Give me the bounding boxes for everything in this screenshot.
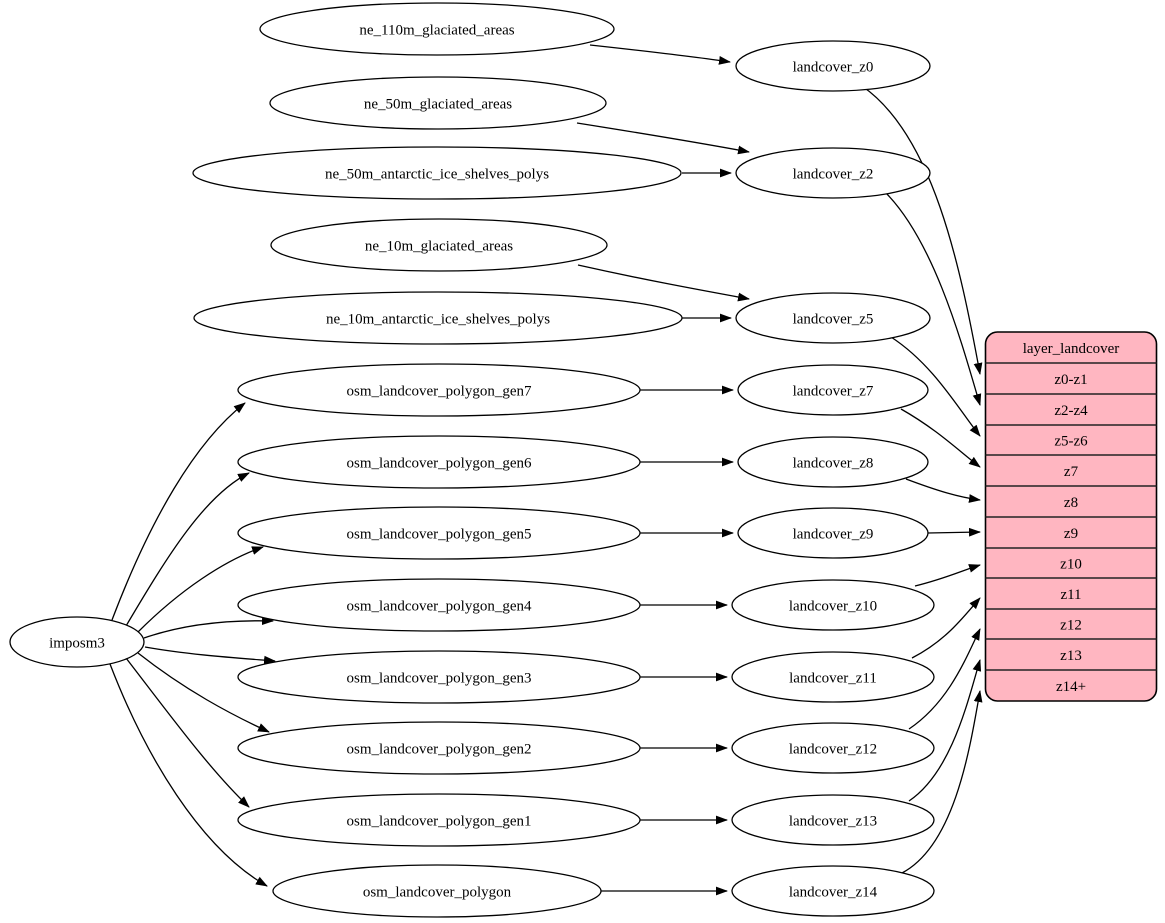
table-layer-landcover: layer_landcover z0-z1 z2-z4 z5-z6 z7 z8 … [984,331,1158,702]
node-imposm3: imposm3 [9,616,145,668]
node-landcover-z13: landcover_z13 [731,794,935,846]
edge-imposm3-polygon [109,663,268,887]
edge-imposm3-gen5 [137,546,264,633]
edges-root-to-sources [109,402,276,887]
table-row-z8: z8 [1064,495,1078,511]
node-label: landcover_z5 [793,311,874,327]
node-label: landcover_z8 [793,455,874,471]
edges-transform-to-table [861,85,983,874]
node-label: osm_landcover_polygon_gen5 [347,526,532,542]
node-osm-landcover-polygon-gen1: osm_landcover_polygon_gen1 [237,793,641,847]
node-label: ne_50m_antarctic_ice_shelves_polys [325,166,549,182]
node-landcover-z12: landcover_z12 [731,722,935,774]
edge-z8-row [905,478,981,503]
table-row-z0-z1: z0-z1 [1054,372,1087,388]
table-row-z9: z9 [1064,526,1078,542]
table-row-z7: z7 [1064,464,1079,480]
edge-ne10m-z5 [577,264,750,302]
node-osm-landcover-polygon-gen6: osm_landcover_polygon_gen6 [237,435,641,489]
node-ne-10m-antarctic-ice-shelves-polys: ne_10m_antarctic_ice_shelves_polys [193,291,683,345]
node-label: osm_landcover_polygon_gen1 [347,813,532,829]
edge-imposm3-gen4 [143,616,274,639]
edge-z0-row [861,85,983,375]
node-label: landcover_z12 [789,741,877,757]
node-label: osm_landcover_polygon_gen2 [347,741,532,757]
edge-z10-row [914,564,981,587]
node-imposm3-label: imposm3 [49,635,105,651]
node-label: osm_landcover_polygon_gen6 [347,455,532,471]
edge-z13-row [908,659,982,802]
node-label: landcover_z0 [793,59,874,75]
node-label: osm_landcover_polygon_gen7 [347,383,532,399]
node-landcover-z0: landcover_z0 [735,40,931,92]
node-label: landcover_z7 [793,383,874,399]
table-row-z12: z12 [1060,617,1082,633]
edge-ne50m-z2 [576,122,750,155]
edge-z5-row [890,336,981,437]
node-landcover-z5: landcover_z5 [735,292,931,344]
node-label: landcover_z2 [793,166,874,182]
node-label: ne_50m_glaciated_areas [364,96,512,112]
node-label: ne_10m_antarctic_ice_shelves_polys [326,311,550,327]
node-label: landcover_z13 [789,813,877,829]
node-landcover-z8: landcover_z8 [737,436,929,488]
node-label: ne_10m_glaciated_areas [365,238,513,254]
edge-z11-row [911,597,981,659]
node-label: ne_110m_glaciated_areas [359,22,514,38]
node-label: landcover_z9 [793,526,874,542]
node-osm-landcover-polygon-gen3: osm_landcover_polygon_gen3 [237,650,641,704]
node-label: landcover_z11 [789,670,877,686]
node-label: osm_landcover_polygon [363,884,512,900]
edge-z14-row [901,690,983,874]
node-osm-landcover-polygon-gen2: osm_landcover_polygon_gen2 [237,721,641,775]
node-label: landcover_z10 [789,598,877,614]
table-row-z11: z11 [1060,587,1081,603]
edges-source-to-transform [576,44,750,896]
node-osm-landcover-polygon: osm_landcover_polygon [272,864,602,918]
node-landcover-z9: landcover_z9 [737,507,929,559]
table-title: layer_landcover [1023,341,1120,357]
node-osm-landcover-polygon-gen7: osm_landcover_polygon_gen7 [237,363,641,417]
edge-z2-row [885,192,982,406]
node-label: landcover_z14 [789,884,878,900]
node-landcover-z10: landcover_z10 [731,579,935,631]
node-ne-110m-glaciated-areas: ne_110m_glaciated_areas [259,2,615,56]
node-osm-landcover-polygon-gen4: osm_landcover_polygon_gen4 [237,578,641,632]
node-landcover-z2: landcover_z2 [735,147,931,199]
node-label: osm_landcover_polygon_gen3 [347,670,532,686]
edge-imposm3-gen7 [111,402,246,621]
edge-ne110m-z0 [589,44,731,65]
node-landcover-z14: landcover_z14 [731,865,935,917]
node-label: osm_landcover_polygon_gen4 [347,598,532,614]
table-row-z5-z6: z5-z6 [1054,433,1088,449]
table-row-z14plus: z14+ [1056,679,1086,695]
node-landcover-z7: landcover_z7 [737,364,929,416]
node-ne-50m-glaciated-areas: ne_50m_glaciated_areas [269,76,607,130]
edge-imposm3-gen1 [125,657,250,808]
edge-imposm3-gen2 [137,652,270,733]
node-osm-landcover-polygon-gen5: osm_landcover_polygon_gen5 [237,506,641,560]
edge-imposm3-gen3 [144,646,276,665]
table-row-z2-z4: z2-z4 [1054,403,1088,419]
edge-z7-row [900,408,981,468]
edge-z9-row [927,527,981,537]
node-ne-10m-glaciated-areas: ne_10m_glaciated_areas [270,218,608,272]
edge-imposm3-gen6 [125,472,250,627]
edge-z12-row [908,628,981,730]
node-landcover-z11: landcover_z11 [731,651,935,703]
table-row-z13: z13 [1060,648,1082,664]
table-row-z10: z10 [1060,556,1082,572]
node-ne-50m-antarctic-ice-shelves-polys: ne_50m_antarctic_ice_shelves_polys [192,146,682,200]
